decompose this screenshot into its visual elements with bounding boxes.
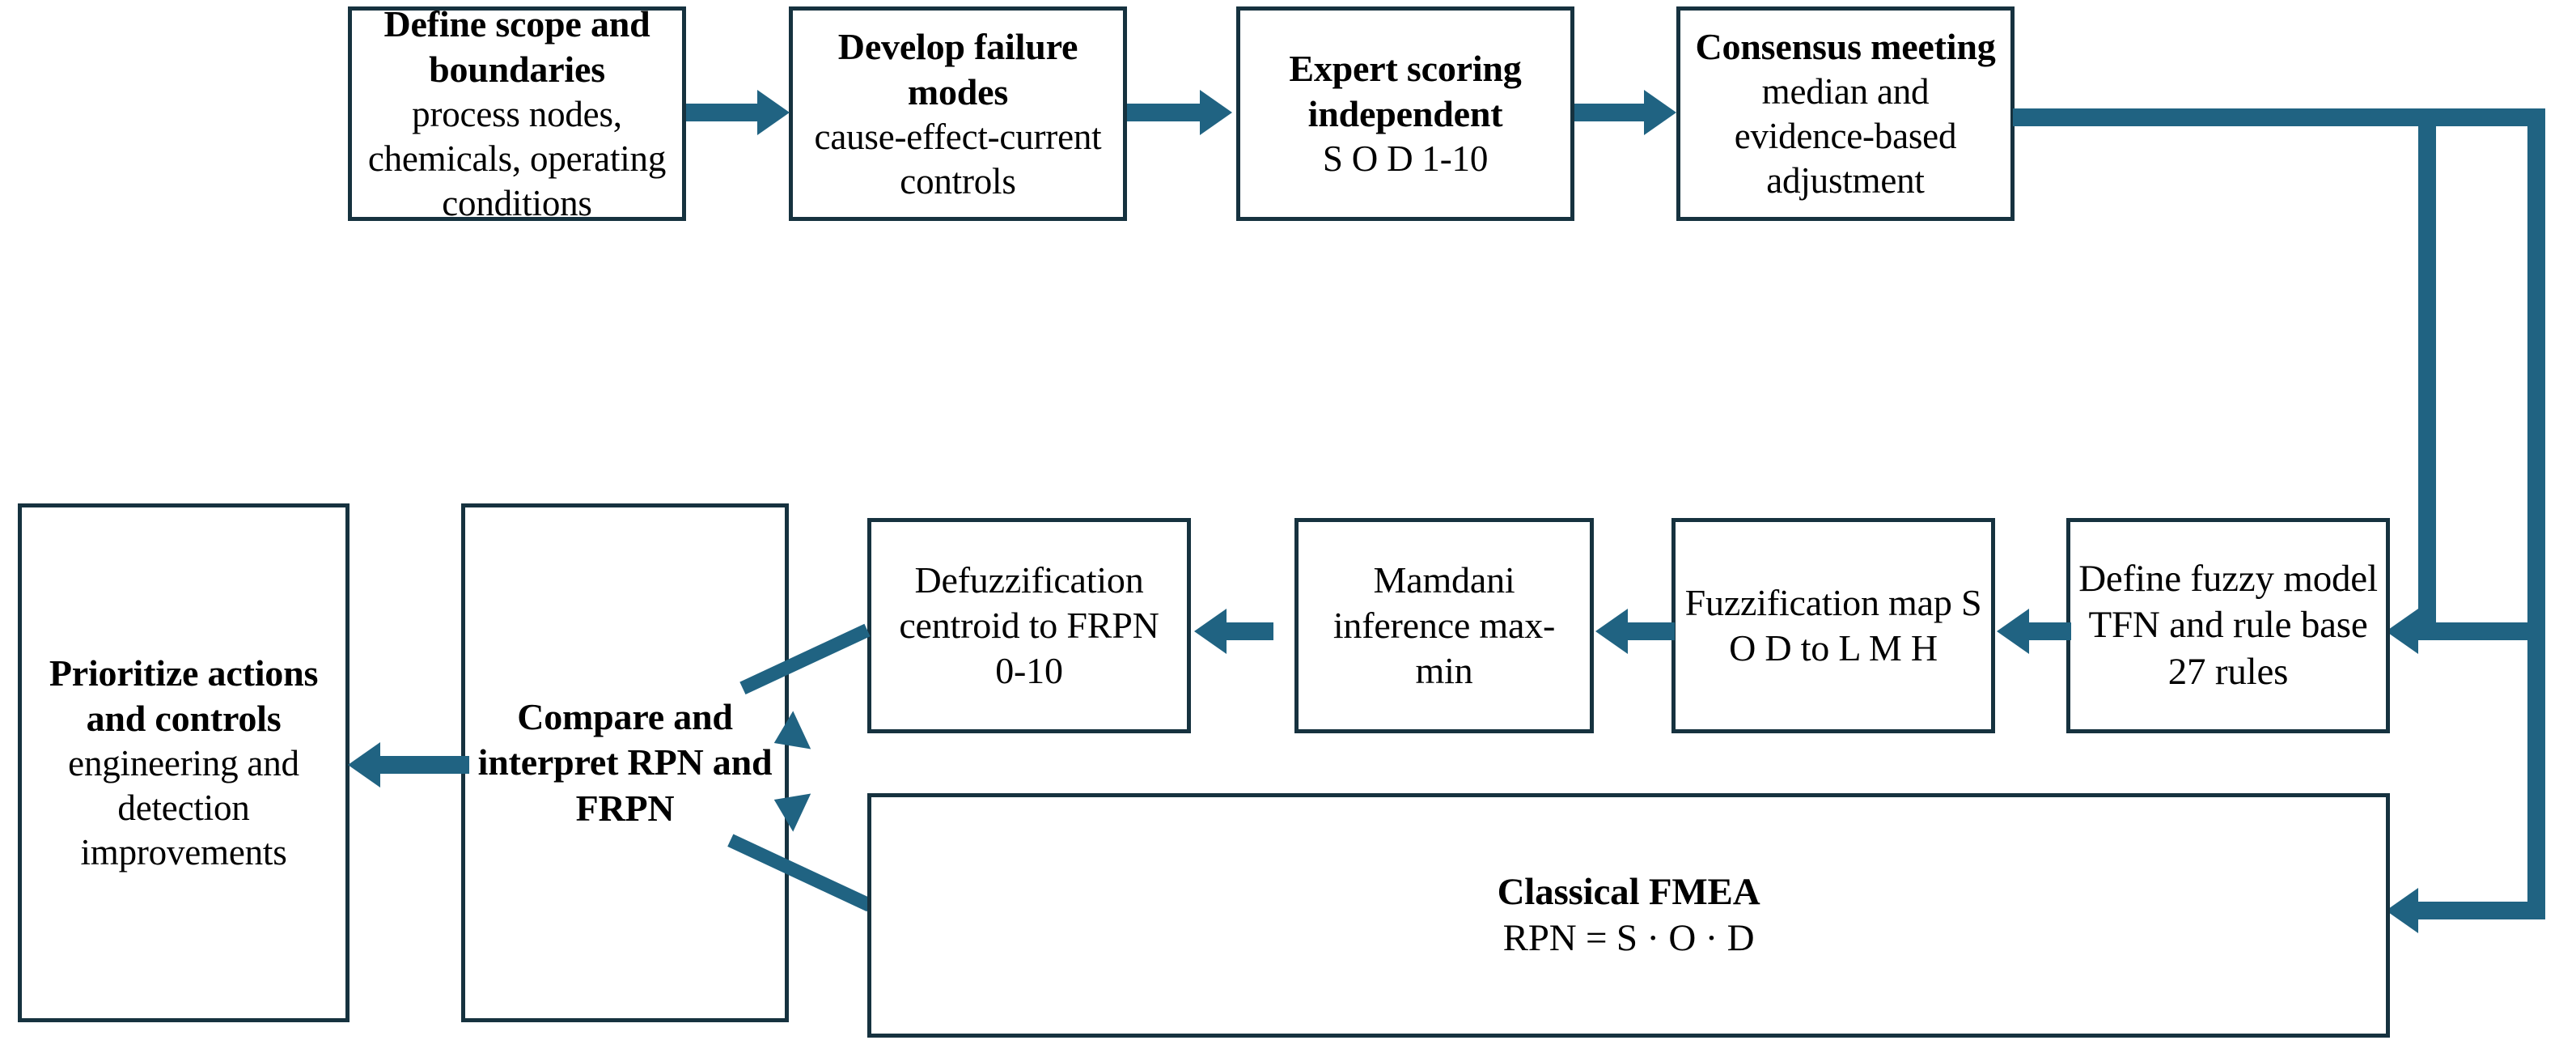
arrow-develop-to-expert-head [1200,90,1232,135]
node-defuzzification[interactable]: Defuzzification centroid to FRPN 0-10 [867,518,1191,733]
arrow-define-scope-to-develop-shaft [686,104,759,121]
arrow-mamdani-to-defuzzification-head [1194,609,1227,654]
node-define-scope-subtitle: process nodes, chemicals, operating cond… [367,94,667,224]
node-compare-interpret[interactable]: Compare and interpret RPN and FRPN [461,503,789,1022]
arrow-develop-to-expert-shaft [1127,104,1201,121]
bus-branch-to-define-fuzzy-shaft [2418,622,2536,640]
node-classical-fmea[interactable]: Classical FMEA RPN = S · O · D [867,793,2390,1038]
node-prioritize-actions-subtitle: engineering and detection improvements [68,743,299,873]
arrow-bus-to-classical-fmea-head [2386,888,2418,933]
node-develop-failure-modes-title: Develop failure modes [837,25,1078,113]
bus-branch-to-define-fuzzy-riser [2418,108,2436,640]
node-fuzzification[interactable]: Fuzzification map S O D to L M H [1671,518,1995,733]
node-consensus-meeting-subtitle: median and evidence-based adjustment [1734,71,1957,201]
node-prioritize-actions[interactable]: Prioritize actions and controls engineer… [18,503,350,1022]
node-mamdani-inference-subtitle: Mamdani inference max-min [1332,558,1556,692]
arrow-expert-to-consensus-head [1644,90,1676,135]
node-consensus-meeting-title: Consensus meeting [1695,26,1996,68]
arrow-fuzzification-to-mamdani-head [1595,609,1628,654]
arrow-expert-to-consensus-shaft [1574,104,1646,121]
node-define-fuzzy-model-subtitle: Define fuzzy model TFN and rule base 27 … [2078,558,2378,693]
arrow-define-scope-to-develop-head [757,90,790,135]
node-develop-failure-modes-subtitle: cause-effect-current controls [814,116,1102,202]
bus-right-vertical [2527,108,2545,919]
node-classical-fmea-subtitle: RPN = S · O · D [1502,917,1755,959]
arrow-bus-to-define-fuzzy-head [2386,609,2418,654]
arrow-define-fuzzy-to-fuzzification-shaft [2029,622,2071,640]
node-develop-failure-modes[interactable]: Develop failure modes cause-effect-curre… [789,6,1127,221]
node-expert-scoring-title: Expert scoring independent [1289,47,1522,135]
bus-consensus-horizontal [2013,108,2545,126]
node-defuzzification-subtitle: Defuzzification centroid to FRPN 0-10 [899,558,1159,692]
node-define-scope-title: Define scope and boundaries [383,3,650,91]
node-compare-interpret-title: Compare and interpret RPN and FRPN [477,696,773,829]
arrow-define-fuzzy-to-fuzzification-head [1997,609,2029,654]
node-define-scope[interactable]: Define scope and boundaries process node… [348,3,686,223]
arrow-compare-to-prioritize-shaft [380,756,469,774]
node-expert-scoring-subtitle: S O D 1-10 [1322,138,1489,180]
node-prioritize-actions-title: Prioritize actions and controls [49,652,319,740]
arrow-mamdani-to-defuzzification-shaft [1227,622,1273,640]
node-expert-scoring[interactable]: Expert scoring independent S O D 1-10 [1236,6,1574,221]
node-consensus-meeting[interactable]: Consensus meeting median and evidence-ba… [1676,6,2015,221]
node-classical-fmea-title: Classical FMEA [1497,870,1760,913]
arrow-compare-to-prioritize-head [348,742,380,788]
arrow-fuzzification-to-mamdani-shaft [1628,622,1675,640]
node-fuzzification-subtitle: Fuzzification map S O D to L M H [1684,581,1982,669]
bus-branch-to-classical-fmea-shaft [2418,902,2545,919]
node-mamdani-inference[interactable]: Mamdani inference max-min [1294,518,1594,733]
node-define-fuzzy-model[interactable]: Define fuzzy model TFN and rule base 27 … [2066,518,2390,733]
